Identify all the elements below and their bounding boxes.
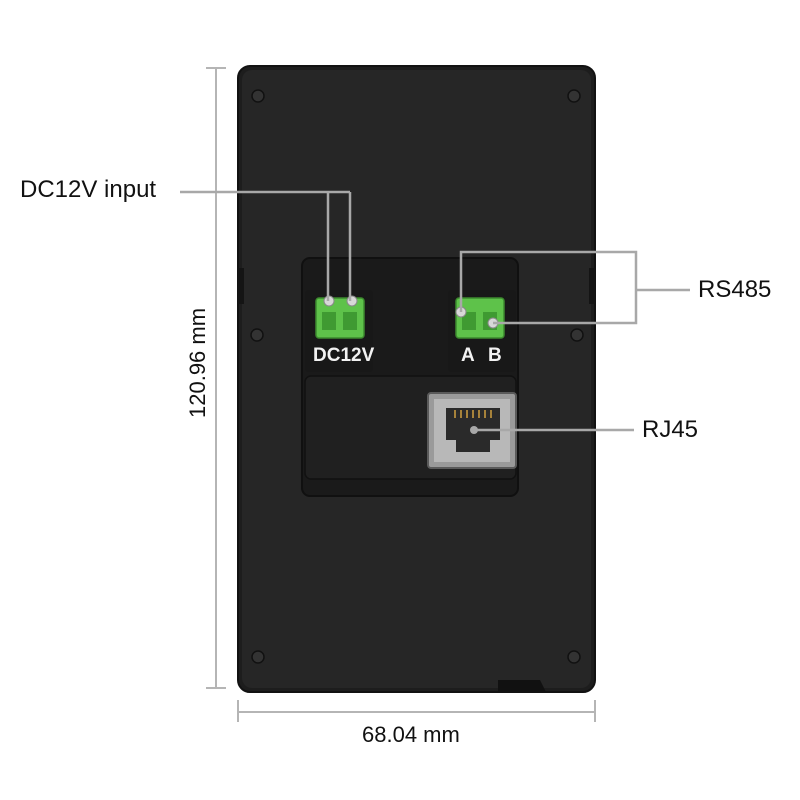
rs485-a-label: A bbox=[461, 345, 475, 366]
rs485-leader-lines bbox=[459, 250, 690, 325]
rs485-callout: RS485 bbox=[698, 276, 772, 303]
rs485-b-label: B bbox=[488, 345, 502, 366]
height-dimension-line bbox=[206, 67, 226, 689]
dc-leader-lines bbox=[180, 190, 352, 301]
dc-terminal-block bbox=[315, 295, 365, 339]
rj45-callout: RJ45 bbox=[642, 416, 699, 443]
dc-port-label: DC12V bbox=[313, 345, 375, 366]
height-dimension-label: 120.96 mm bbox=[185, 307, 210, 418]
width-dimension-line bbox=[237, 700, 596, 722]
width-dimension-label: 68.04 mm bbox=[362, 722, 460, 747]
dc-input-callout: DC12V input bbox=[20, 176, 157, 203]
rs485-terminal-block bbox=[455, 297, 505, 339]
rj45-leader-dot bbox=[470, 426, 478, 434]
